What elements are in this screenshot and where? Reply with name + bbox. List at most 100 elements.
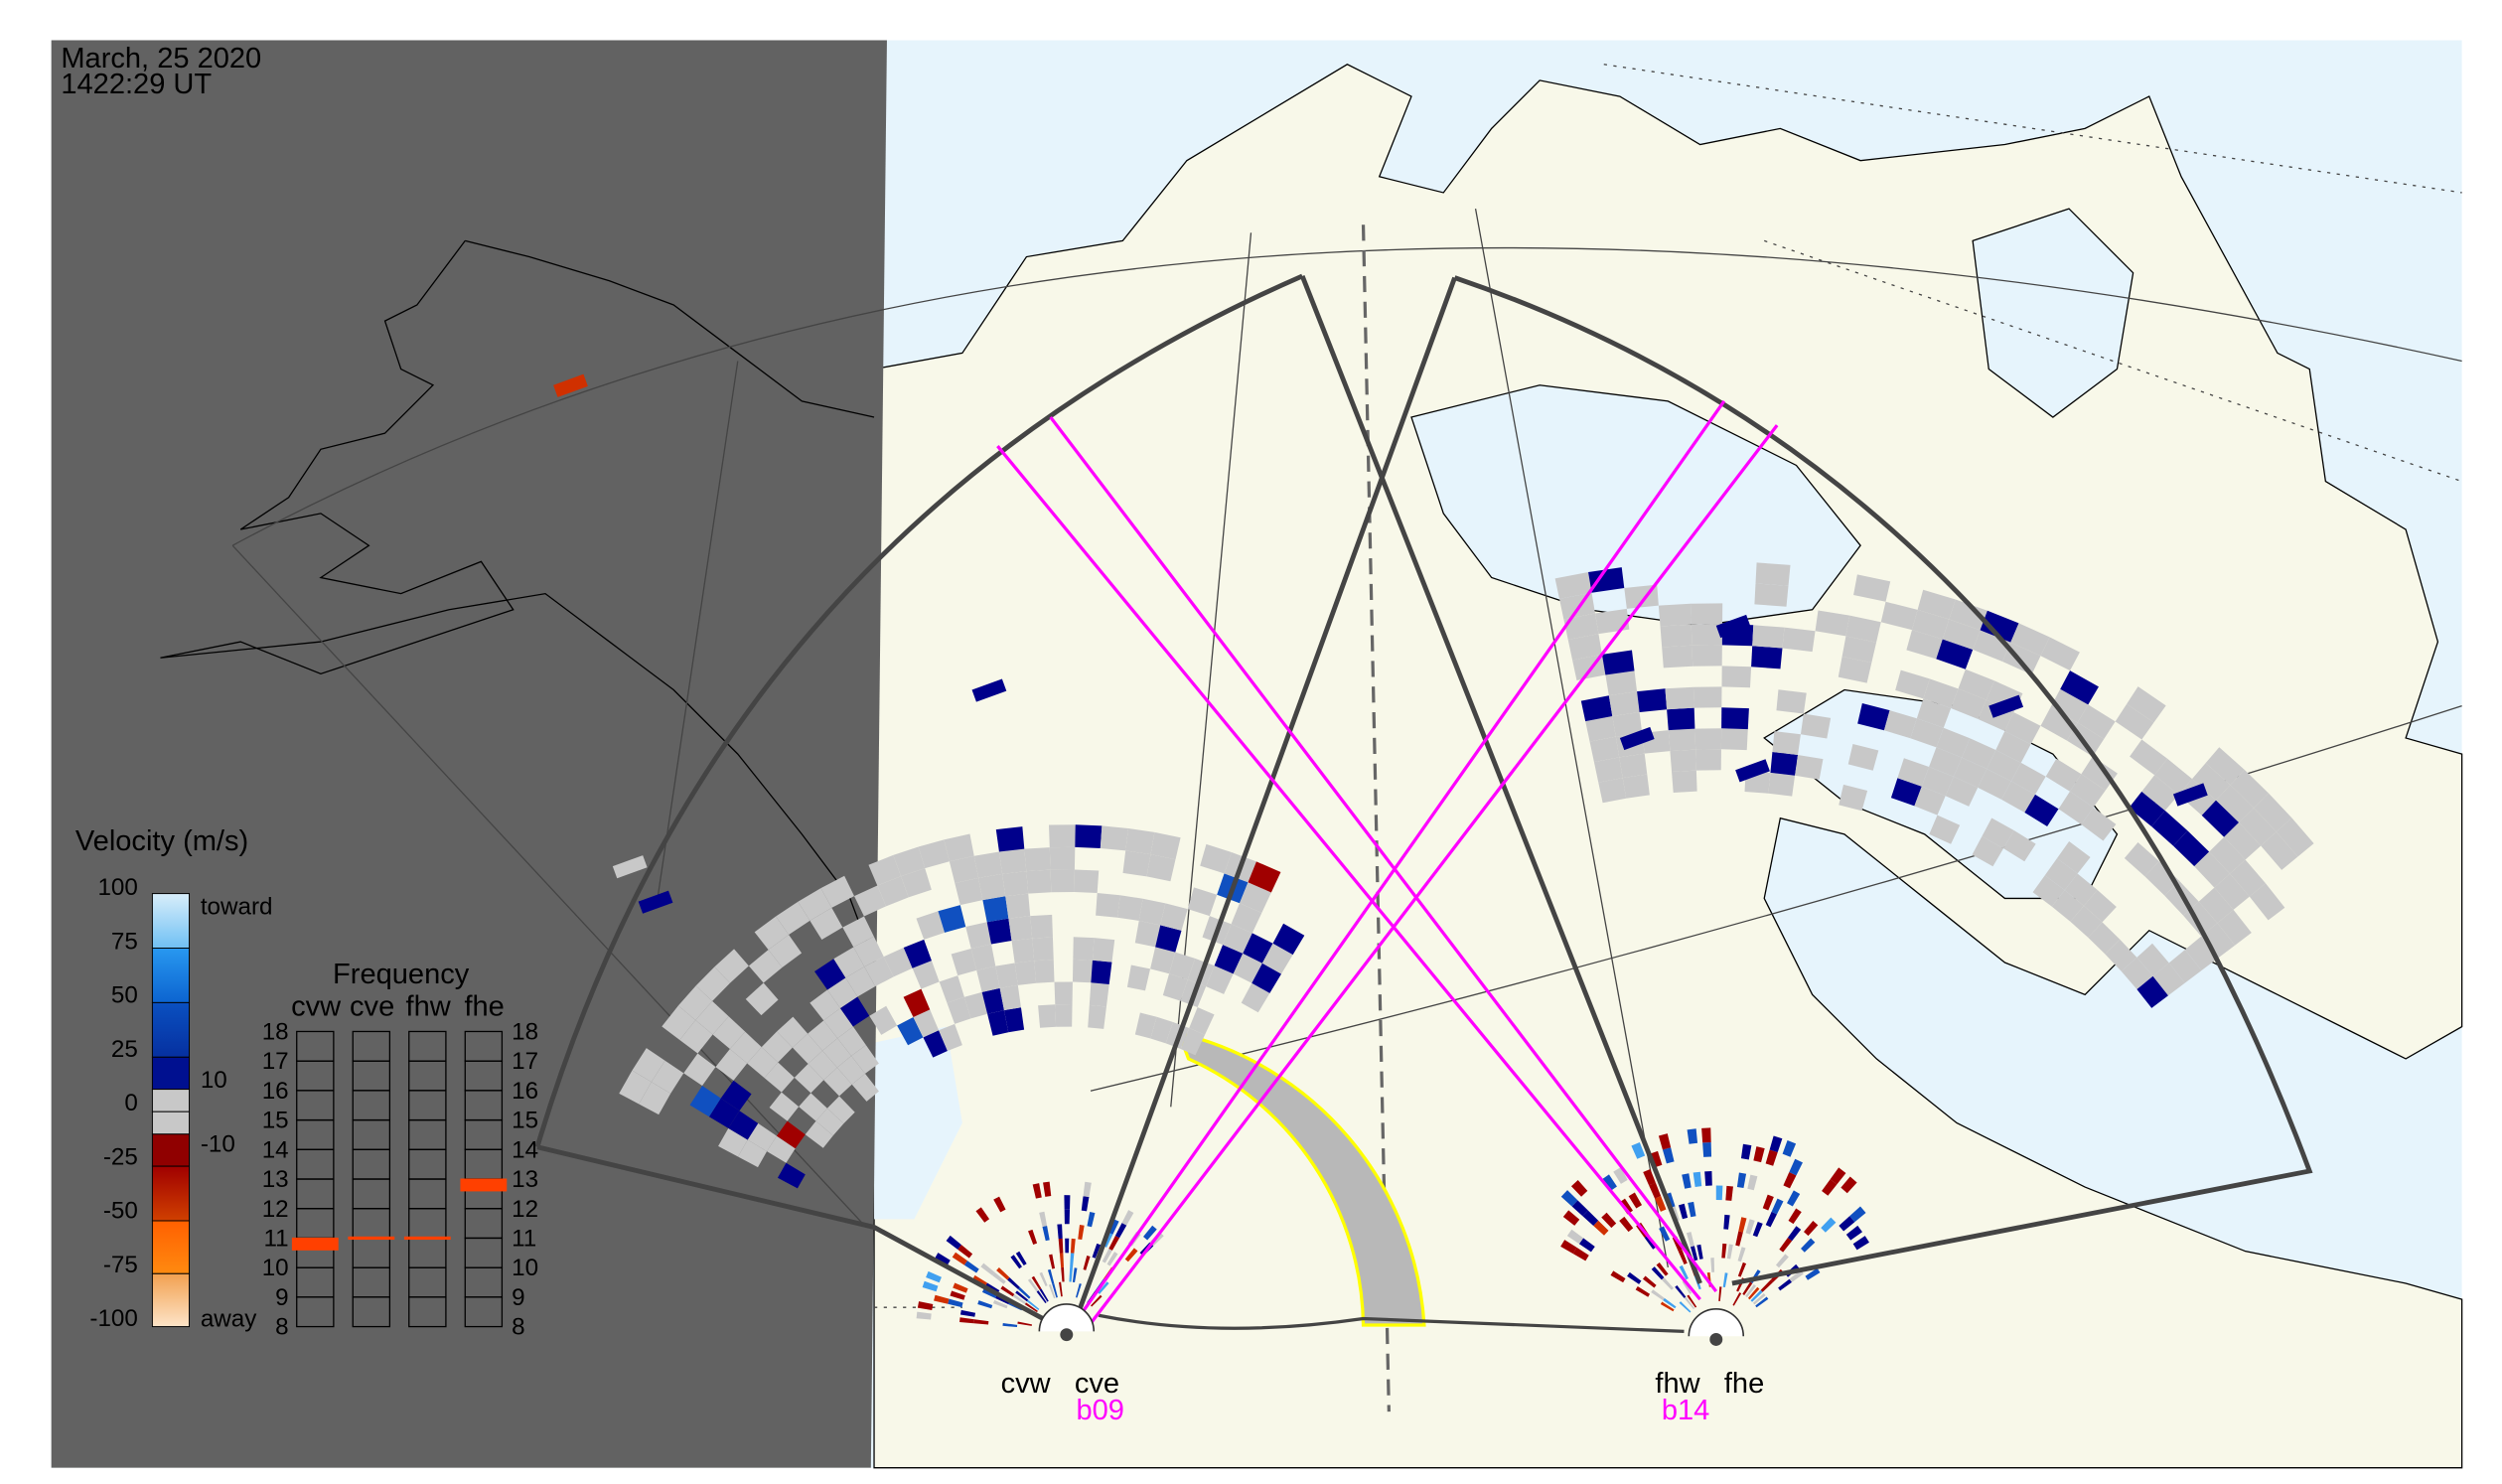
echo-cell bbox=[1057, 1224, 1063, 1240]
arctic-channels bbox=[1410, 384, 1861, 627]
echo-cell bbox=[1679, 1264, 1689, 1280]
echo-cell bbox=[938, 905, 966, 933]
echo-cell bbox=[949, 855, 979, 884]
echo-cell bbox=[1642, 1275, 1657, 1288]
echo-cell bbox=[1801, 1238, 1816, 1253]
echo-cell bbox=[2124, 841, 2159, 877]
echo-cell bbox=[1936, 727, 1971, 758]
echo-cell bbox=[1039, 1271, 1048, 1287]
freq-cell bbox=[296, 1030, 335, 1062]
freq-tick-right: 13 bbox=[512, 1166, 538, 1193]
toward-label: toward bbox=[201, 894, 273, 921]
echo-cell bbox=[2141, 775, 2179, 812]
echo-cell bbox=[1690, 1246, 1698, 1261]
echo-cell bbox=[1017, 1321, 1032, 1326]
echo-cell bbox=[1187, 887, 1218, 917]
echo-cell bbox=[1737, 1261, 1747, 1277]
echo-cell bbox=[2058, 791, 2094, 824]
echo-cell bbox=[1972, 835, 2004, 867]
echo-cell bbox=[854, 885, 887, 917]
echo-cell bbox=[982, 896, 1009, 923]
echo-cell bbox=[2249, 883, 2285, 921]
echo-cell bbox=[1660, 624, 1693, 648]
echo-cell bbox=[948, 1298, 963, 1308]
echo-cell bbox=[1765, 1211, 1778, 1228]
echo-cell bbox=[822, 1038, 852, 1068]
echo-cell bbox=[1721, 1243, 1727, 1259]
echo-cell bbox=[1585, 715, 1616, 742]
echo-cell bbox=[1736, 1172, 1747, 1189]
echo-cell bbox=[976, 965, 1000, 992]
freq-tick-right: 16 bbox=[512, 1078, 538, 1105]
echo-cell bbox=[1779, 1237, 1793, 1253]
echo-cell bbox=[1750, 1289, 1763, 1302]
echo-cell bbox=[1622, 774, 1650, 799]
echo-cell bbox=[1251, 963, 1282, 993]
site-fh[interactable]: fhw fhe b14 bbox=[1655, 1308, 1764, 1426]
echo-cell bbox=[916, 911, 946, 940]
echo-cell bbox=[971, 678, 1007, 702]
echo-cell bbox=[1643, 1168, 1656, 1186]
echo-cell bbox=[1026, 869, 1052, 894]
echo-cell bbox=[2069, 774, 2106, 808]
alaska-coastline bbox=[160, 239, 875, 964]
echo-cell bbox=[2044, 858, 2078, 891]
echo-cell bbox=[1853, 574, 1891, 602]
echo-cell bbox=[1720, 728, 1748, 751]
echo-cell bbox=[1562, 1210, 1580, 1226]
night-region bbox=[51, 40, 887, 1468]
velocity-tick: 25 bbox=[111, 1036, 138, 1063]
echo-cell bbox=[1015, 1251, 1027, 1266]
echo-cell bbox=[1072, 1267, 1078, 1283]
freq-radar-label: fhw bbox=[406, 990, 452, 1022]
echo-cell bbox=[901, 868, 932, 898]
echo-cell bbox=[1742, 1281, 1753, 1296]
echo-cell bbox=[1048, 1283, 1056, 1299]
echo-cell bbox=[1635, 1285, 1651, 1297]
freq-tick-left: 13 bbox=[262, 1166, 289, 1193]
echo-cell bbox=[1024, 1302, 1038, 1313]
echo-cell bbox=[935, 1253, 951, 1265]
echo-cell bbox=[1065, 1238, 1070, 1254]
echo-cell bbox=[1169, 952, 1196, 980]
echo-cell bbox=[1143, 1225, 1157, 1241]
echo-cell bbox=[2173, 830, 2210, 867]
echo-cell bbox=[2144, 860, 2180, 896]
echo-cell bbox=[1662, 1147, 1675, 1164]
echo-cell bbox=[2261, 831, 2298, 870]
echo-cell bbox=[2172, 783, 2208, 807]
echo-cell bbox=[1114, 1223, 1127, 1239]
echo-cell bbox=[1684, 1296, 1695, 1310]
freq-cell bbox=[464, 1030, 504, 1062]
echo-cell bbox=[1078, 1225, 1085, 1241]
echo-cell bbox=[639, 1082, 671, 1115]
echo-cell bbox=[1694, 728, 1722, 750]
echo-cell bbox=[1769, 1135, 1783, 1152]
velocity-tick: -100 bbox=[89, 1305, 137, 1332]
echo-cell bbox=[1571, 1200, 1588, 1217]
echo-cell bbox=[1091, 960, 1112, 985]
echo-cell bbox=[1593, 757, 1623, 783]
echo-cell bbox=[2209, 836, 2246, 874]
beam-lines bbox=[996, 399, 1779, 1325]
site-cv[interactable]: cvw cve b09 bbox=[1001, 1303, 1124, 1426]
echo-cell bbox=[1092, 938, 1115, 963]
echo-cell bbox=[745, 982, 779, 1016]
echo-cell bbox=[2010, 762, 2046, 795]
echo-cell bbox=[1070, 1253, 1075, 1268]
date-label: March, 25 2020 bbox=[61, 43, 261, 74]
echo-cell bbox=[1092, 1243, 1102, 1259]
fhe-label: fhe bbox=[1724, 1368, 1764, 1400]
echo-cell bbox=[767, 1135, 796, 1163]
echo-cell bbox=[1610, 1270, 1626, 1283]
echo-cell bbox=[1800, 713, 1832, 739]
echo-cell bbox=[1052, 1282, 1058, 1298]
echo-cell bbox=[918, 839, 950, 869]
echo-cell bbox=[1150, 1016, 1174, 1044]
echo-cell bbox=[978, 873, 1006, 901]
echo-cell bbox=[1223, 924, 1252, 954]
echo-cell bbox=[1072, 959, 1093, 983]
echo-cell bbox=[769, 1092, 800, 1121]
echo-cell bbox=[2239, 808, 2277, 846]
echo-cell bbox=[1978, 768, 2011, 800]
